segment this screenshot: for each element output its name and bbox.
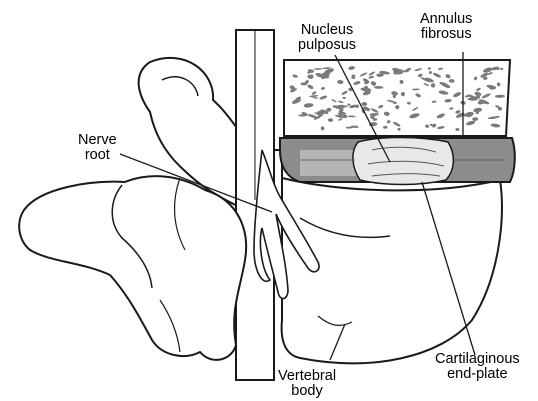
lamina-spinous-process xyxy=(19,176,246,360)
label-nerve-root: Nerve root xyxy=(78,133,117,163)
intervertebral-disc xyxy=(280,138,515,185)
label-annulus-fibrosus: Annulus fibrosus xyxy=(420,12,472,42)
label-vertebral-body: Vertebral body xyxy=(278,369,336,399)
label-nucleus-pulposus: Nucleus pulposus xyxy=(298,23,356,53)
upper-vertebral-body xyxy=(284,60,510,136)
label-cartilaginous-end-plate: Cartilaginous end-plate xyxy=(435,352,520,382)
